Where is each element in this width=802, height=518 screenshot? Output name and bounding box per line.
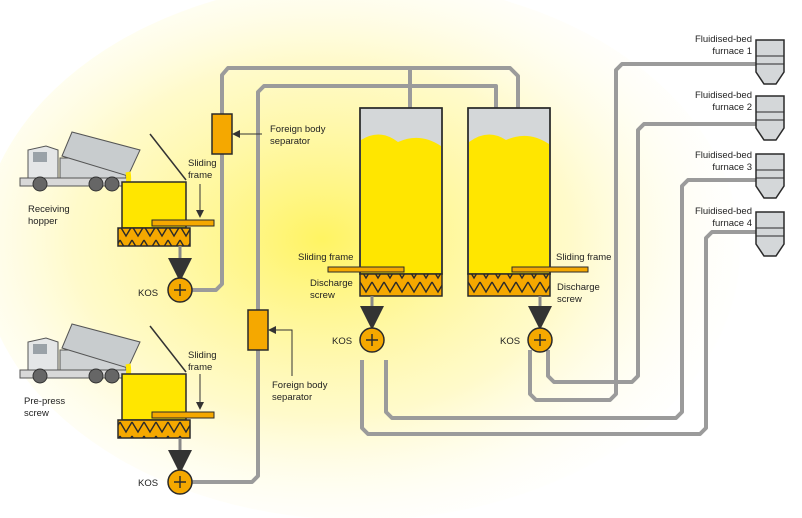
pipework xyxy=(192,62,760,484)
label-furnace-4-2: furnace 4 xyxy=(712,218,752,229)
label-furnace-2-1: Fluidised-bed xyxy=(695,90,752,101)
label-receiving-hopper-2: hopper xyxy=(28,216,58,227)
foreign-body-separator-top xyxy=(211,113,233,155)
pre-press-hopper xyxy=(117,325,215,495)
furnace-2 xyxy=(755,95,785,141)
screw-conveyor-bottom xyxy=(117,419,191,439)
pipe-silo-left-feed xyxy=(410,84,498,108)
label-furnace-2-2: furnace 2 xyxy=(712,102,752,113)
discharge-screw-left xyxy=(359,273,443,297)
furnace-4 xyxy=(755,211,785,257)
sliding-frame-silo-left-rod xyxy=(327,266,405,273)
pipe-silo-right-feed xyxy=(410,66,520,108)
label-sliding-frame-silo-right: Sliding frame xyxy=(556,252,611,263)
label-sliding-frame-top-2: frame xyxy=(188,170,212,181)
label-discharge-screw-left-1: Discharge xyxy=(310,278,353,289)
label-receiving-hopper-1: Receiving xyxy=(28,204,70,215)
pipe-kos-bottom xyxy=(192,84,410,484)
pipe-to-furnace-4 xyxy=(360,230,760,436)
label-discharge-screw-right-1: Discharge xyxy=(557,282,600,293)
pipe-to-furnace-1 xyxy=(528,62,760,402)
label-sliding-frame-top-1: Sliding xyxy=(188,158,217,169)
furnace-3 xyxy=(755,153,785,199)
label-kos-silo-right: KOS xyxy=(500,336,520,347)
discharge-screw-right xyxy=(467,273,551,297)
label-furnace-3-2: furnace 3 xyxy=(712,162,752,173)
screw-conveyor-top xyxy=(117,227,191,247)
silo-right xyxy=(467,107,589,353)
label-kos-hopper-bottom: KOS xyxy=(138,478,158,489)
label-foreign-body-bottom-1: Foreign body xyxy=(272,380,328,391)
label-foreign-body-top-1: Foreign body xyxy=(270,124,326,135)
label-discharge-screw-left-2: screw xyxy=(310,290,335,301)
label-furnace-1-1: Fluidised-bed xyxy=(695,34,752,45)
label-sliding-frame-silo-left: Sliding frame xyxy=(298,252,353,263)
label-sliding-frame-bottom-2: frame xyxy=(188,362,212,373)
receiving-hopper xyxy=(117,133,215,303)
label-foreign-body-top-2: separator xyxy=(270,136,310,147)
label-pre-press-screw-2: screw xyxy=(24,408,49,419)
label-furnace-1-2: furnace 1 xyxy=(712,46,752,57)
furnace-1 xyxy=(755,39,785,85)
label-pre-press-screw-1: Pre-press xyxy=(24,396,65,407)
foreign-body-separator-bottom xyxy=(247,309,269,351)
label-discharge-screw-right-2: screw xyxy=(557,294,582,305)
label-sliding-frame-bottom-1: Sliding xyxy=(188,350,217,361)
label-kos-hopper-top: KOS xyxy=(138,288,158,299)
silo-left xyxy=(327,107,443,353)
pipe-to-furnace-3 xyxy=(384,178,760,420)
label-furnace-4-1: Fluidised-bed xyxy=(695,206,752,217)
pipe-to-furnace-2 xyxy=(546,122,760,384)
truck-bottom xyxy=(19,323,141,384)
pipe-kos-top xyxy=(192,66,410,292)
sliding-frame-top-rod xyxy=(151,219,215,227)
sliding-frame-silo-right-rod xyxy=(511,266,589,273)
label-foreign-body-bottom-2: separator xyxy=(272,392,312,403)
sliding-frame-bottom-rod xyxy=(151,411,215,419)
truck-top xyxy=(19,131,141,192)
label-kos-silo-left: KOS xyxy=(332,336,352,347)
label-furnace-3-1: Fluidised-bed xyxy=(695,150,752,161)
